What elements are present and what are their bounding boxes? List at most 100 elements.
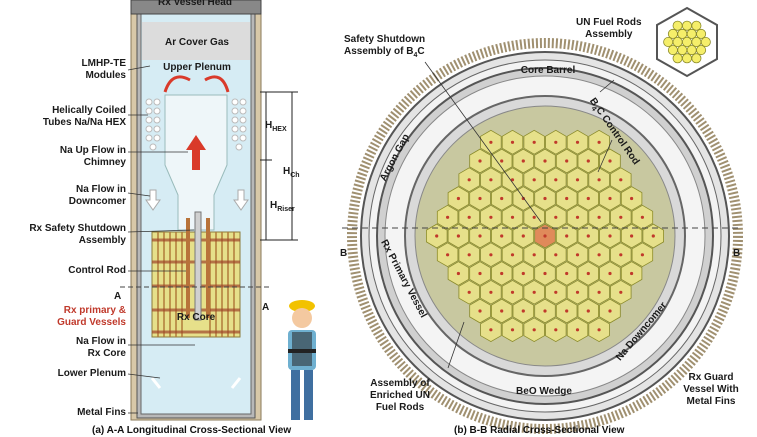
assembly-center-dot xyxy=(467,178,471,182)
lower-plenum-arrows xyxy=(150,377,242,389)
assembly-center-dot xyxy=(554,215,558,219)
assembly-center-dot xyxy=(565,271,569,276)
assembly-center-dot xyxy=(619,253,623,257)
assembly-center-dot xyxy=(532,290,536,294)
assembly-center-dot xyxy=(500,234,504,238)
assembly-center-dot xyxy=(640,253,645,257)
control-rod-label: Control Rod xyxy=(68,265,126,276)
assembly-center-dot xyxy=(532,253,536,257)
fuel-rod xyxy=(663,37,674,48)
fuel-rod xyxy=(682,53,693,64)
upper-flow-arrow-right xyxy=(204,75,230,93)
h-riser-label: HRiser xyxy=(270,200,295,213)
assembly-center-dot xyxy=(467,253,471,257)
fuel-rod xyxy=(667,28,678,39)
assembly-center-dot xyxy=(586,196,590,201)
assembly-center-dot xyxy=(575,140,580,144)
assembly-center-dot xyxy=(510,290,515,294)
assembly-center-dot xyxy=(489,290,493,294)
assembly-center-dot xyxy=(521,159,525,163)
section-b-left: B xyxy=(340,248,348,259)
lower-plenum-region xyxy=(150,345,242,390)
beo-wedge-label: BeO Wedge xyxy=(516,386,572,397)
assembly-center-dot xyxy=(489,328,493,332)
assembly-center-dot xyxy=(575,178,580,182)
assembly-center-dot xyxy=(521,234,525,238)
fuel-rod xyxy=(696,45,707,56)
fuel-rod xyxy=(691,20,702,31)
h-hex-label: HHEX xyxy=(265,120,287,133)
assembly-center-dot xyxy=(608,309,612,313)
fuel-rod xyxy=(672,20,683,31)
assembly-center-dot xyxy=(500,196,504,201)
assembly-center-dot xyxy=(586,159,590,163)
assembly-center-dot xyxy=(630,271,634,276)
assembly-center-dot xyxy=(532,178,536,182)
assembly-center-dot xyxy=(543,234,547,238)
assembly-center-dot xyxy=(630,196,634,201)
assembly-center-dot xyxy=(532,328,536,332)
assembly-center-dot xyxy=(619,290,623,294)
hex-coils-right xyxy=(231,98,247,151)
leader-lines-left xyxy=(127,65,195,414)
assembly-center-dot xyxy=(619,178,623,182)
up-flow-arrow xyxy=(186,135,206,170)
hex-coils-left xyxy=(145,98,161,151)
assembly-center-dot xyxy=(446,253,450,257)
fuel-rod xyxy=(682,20,693,31)
assembly-center-dot xyxy=(510,215,515,219)
assembly-center-dot xyxy=(521,271,525,276)
core-label: Rx Core xyxy=(176,312,216,323)
assembly-center-dot xyxy=(478,271,482,276)
assembly-center-dot xyxy=(586,271,590,276)
control-rod-right xyxy=(206,218,210,318)
upper-plenum-label: Upper Plenum xyxy=(163,62,231,73)
upper-flow-arrow-left xyxy=(163,75,191,93)
assembly-center-dot xyxy=(597,140,601,144)
fuel-rod xyxy=(700,37,711,48)
assembly-center-dot xyxy=(586,309,590,313)
assembly-center-dot xyxy=(456,271,460,276)
vessels-label: Rx primary &Guard Vessels xyxy=(57,305,126,328)
fuel-rod xyxy=(691,37,702,48)
assembly-center-dot xyxy=(543,159,547,163)
section-a-right: A xyxy=(262,302,270,313)
assembly-center-dot xyxy=(597,253,601,257)
section-a-left: A xyxy=(114,291,122,302)
assembly-center-dot xyxy=(565,234,569,238)
assembly-center-dot xyxy=(489,178,493,182)
assembly-center-dot xyxy=(456,196,460,201)
dimension-lines xyxy=(260,91,298,241)
cover-gas-region xyxy=(142,22,250,60)
assembly-center-dot xyxy=(565,159,569,163)
assembly-center-dot xyxy=(608,271,612,276)
section-b-right: B xyxy=(733,248,741,259)
assembly-center-dot xyxy=(608,196,612,201)
vessel-head xyxy=(130,0,262,15)
assembly-center-dot xyxy=(554,253,558,257)
assembly-center-dot xyxy=(608,234,612,238)
leader-lines-right xyxy=(424,61,615,369)
assembly-center-dot xyxy=(467,215,471,219)
assembly-center-dot xyxy=(565,196,569,201)
assembly-center-dot xyxy=(597,290,601,294)
safety-shutdown-label: Safety Shutdown Assembly of B4C xyxy=(344,34,426,59)
assembly-center-dot xyxy=(489,253,493,257)
vessel-head-label: Rx Vessel Head xyxy=(158,0,232,8)
assembly-center-dot xyxy=(478,159,482,163)
engineer-figure xyxy=(288,300,316,420)
assembly-center-dot xyxy=(597,215,601,219)
fuel-rod xyxy=(696,28,707,39)
assembly-center-dot xyxy=(478,309,482,313)
shutdown-rod xyxy=(194,211,202,321)
assembly-center-dot xyxy=(619,215,623,219)
